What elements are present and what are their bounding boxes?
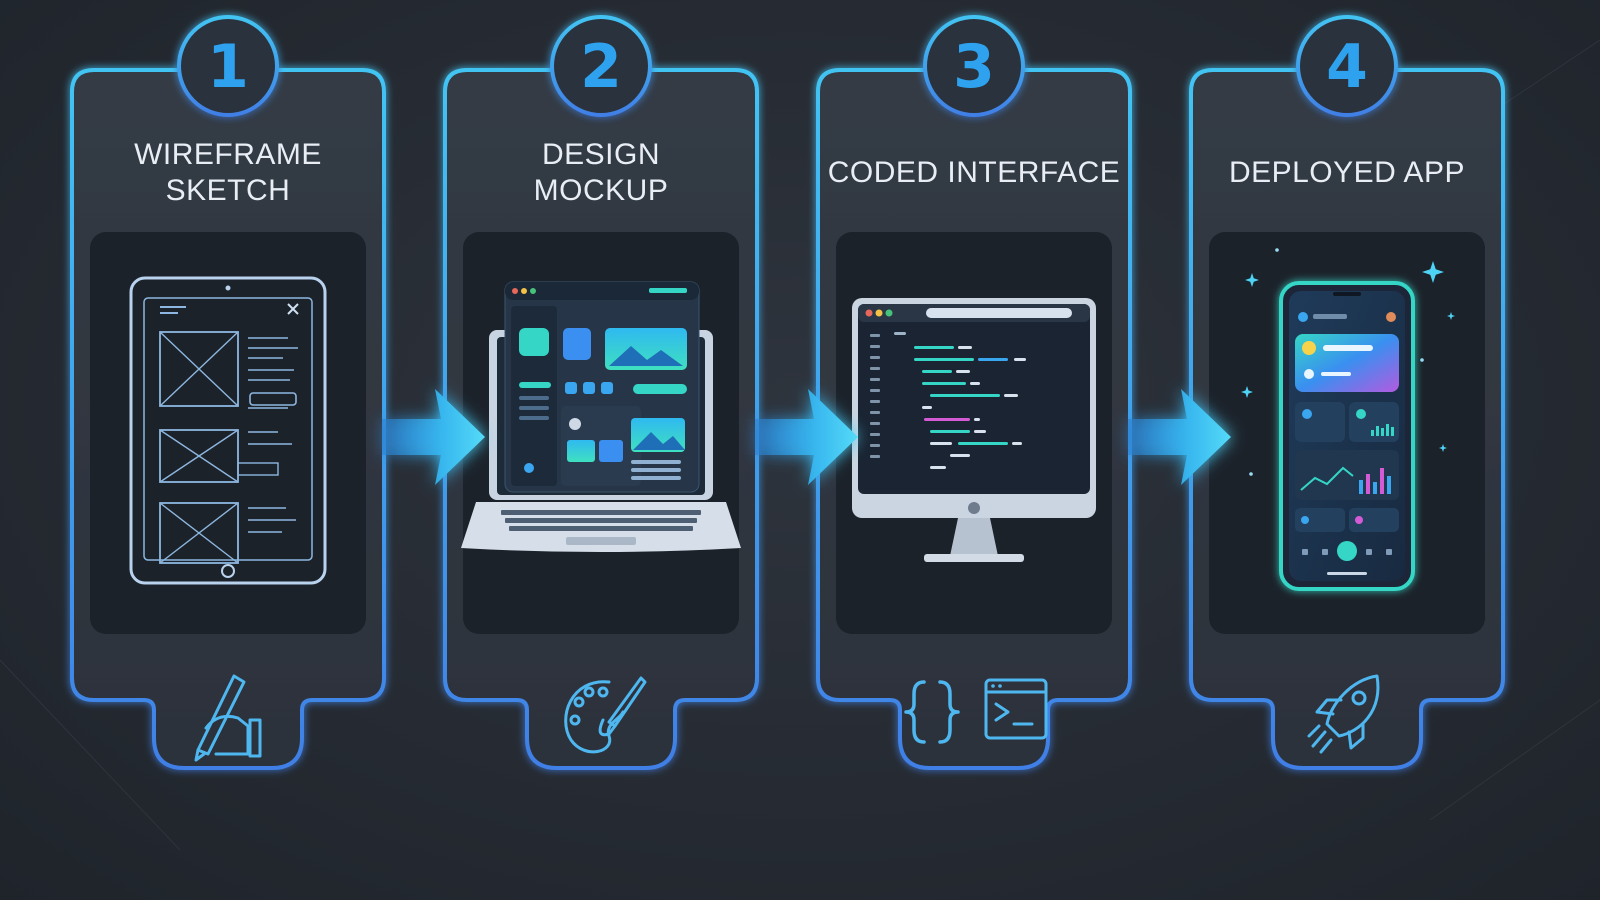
rocket-icon	[1307, 674, 1380, 754]
step-number-badge: 1	[177, 15, 279, 117]
step-title-line: DEPLOYED APP	[1229, 156, 1465, 189]
step-title-line: CODED INTERFACE	[828, 156, 1121, 189]
flow-arrow-2-to-3	[755, 389, 858, 485]
pen-hand-icon	[194, 674, 262, 762]
step-number-badge: 4	[1296, 15, 1398, 117]
step-title-line: MOCKUP	[534, 174, 669, 207]
phone-app-illustration	[1241, 248, 1455, 591]
step-number: 1	[207, 32, 249, 102]
step-number: 3	[953, 32, 995, 102]
flow-arrow-3-to-4	[1128, 389, 1231, 485]
step-number: 4	[1326, 32, 1368, 102]
step-number: 2	[580, 32, 622, 102]
curly-braces-icon	[904, 680, 960, 744]
step-title-line: SKETCH	[166, 174, 291, 207]
step-number-badge: 2	[550, 15, 652, 117]
illustration-panel	[90, 232, 366, 634]
flow-arrow-1-to-2	[382, 389, 485, 485]
laptop-mockup-illustration	[461, 281, 741, 552]
tablet-wireframe-illustration	[129, 276, 327, 585]
step-title-line: DESIGN	[542, 138, 660, 171]
terminal-icon	[984, 678, 1048, 740]
step-title-line: WIREFRAME	[134, 138, 322, 171]
step-number-badge: 3	[923, 15, 1025, 117]
monitor-code-illustration	[852, 298, 1096, 562]
palette-brush-icon	[564, 676, 647, 754]
